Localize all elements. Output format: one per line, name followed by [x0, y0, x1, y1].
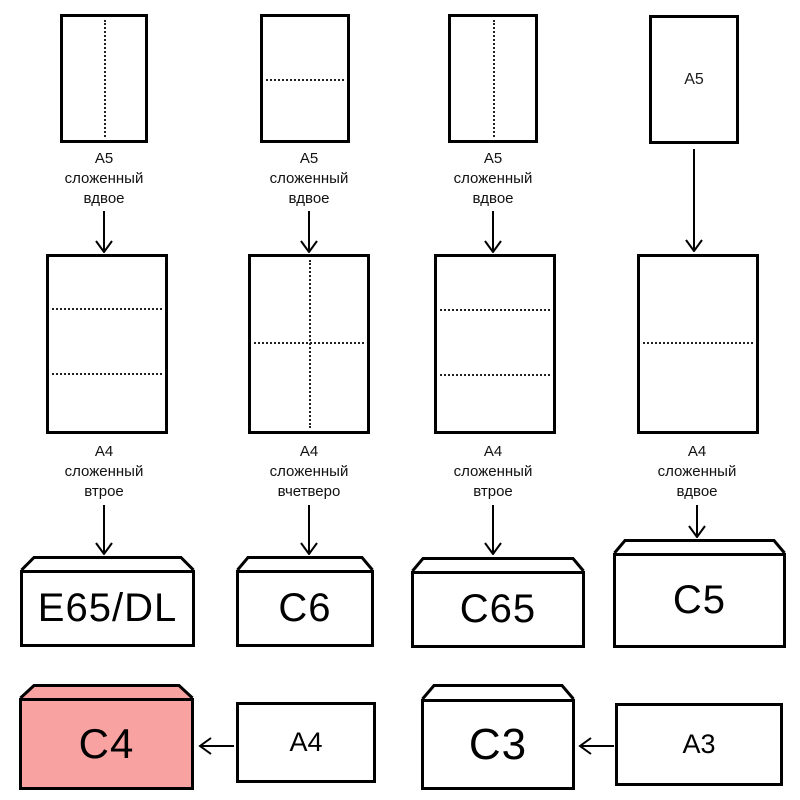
- caption-a4-folded-quarters: A4 сложенный вчетверо: [239, 442, 379, 502]
- arrow-left-icon: [198, 737, 234, 755]
- fold-line-vertical: [493, 20, 495, 137]
- a4-sheet-fold-half: [637, 254, 759, 434]
- a5-sheet-unfolded: A5: [649, 15, 739, 144]
- a4-sheet-fold-quarters: [248, 254, 370, 434]
- arrow-down-icon: [484, 211, 502, 253]
- a5-sheet-fold-vertical: [448, 14, 538, 143]
- fold-line-horizontal: [52, 372, 162, 375]
- envelope-c4-highlighted: C4: [19, 684, 194, 790]
- caption-line: сложенный: [657, 463, 737, 480]
- caption-line: A5: [299, 150, 319, 167]
- a5-sheet-fold-vertical: [60, 14, 148, 143]
- arrow-down-icon: [484, 505, 502, 555]
- envelope-flap: [421, 684, 575, 699]
- caption-line: сложенный: [64, 170, 144, 187]
- caption-a4-folded-half: A4 сложенный вдвое: [627, 442, 767, 502]
- arrow-down-icon: [688, 505, 706, 538]
- arrow-down-icon: [685, 149, 703, 252]
- caption-line: втрое: [473, 483, 513, 500]
- caption-line: вдвое: [472, 190, 514, 207]
- a3-source-sheet: A3: [615, 703, 783, 786]
- a4-sheet-fold-thirds: [434, 254, 556, 434]
- fold-line-horizontal: [266, 78, 344, 81]
- caption-a4-folded-thirds: A4 сложенный втрое: [423, 442, 563, 502]
- caption-line: вчетверо: [277, 483, 341, 500]
- caption-a4-folded-thirds: A4 сложенный втрое: [34, 442, 174, 502]
- caption-line: сложенный: [453, 463, 533, 480]
- envelope-label: C6: [236, 570, 374, 647]
- caption-line: сложенный: [453, 170, 533, 187]
- sheet-label: A5: [684, 70, 704, 88]
- envelope-flap: [411, 557, 585, 571]
- envelope-flap: [613, 539, 786, 553]
- caption-line: A5: [94, 150, 114, 167]
- sheet-label: A3: [682, 729, 716, 759]
- arrow-down-icon: [300, 211, 318, 253]
- sheet-label: A4: [289, 727, 323, 757]
- envelope-label: C3: [421, 699, 575, 790]
- envelope-flap: [236, 556, 374, 570]
- fold-line-horizontal: [440, 373, 550, 376]
- envelope-label: C65: [411, 571, 585, 648]
- caption-line: вдвое: [83, 190, 125, 207]
- envelope-e65dl: E65/DL: [20, 556, 195, 647]
- caption-line: A4: [687, 443, 707, 460]
- arrow-down-icon: [95, 211, 113, 253]
- arrow-left-icon: [578, 737, 614, 755]
- envelope-flap: [20, 556, 195, 570]
- envelope-c6: C6: [236, 556, 374, 647]
- caption-line: сложенный: [64, 463, 144, 480]
- envelope-c65: C65: [411, 557, 585, 648]
- caption-a5-folded-half: A5 сложенный вдвое: [34, 149, 174, 209]
- envelope-label: C4: [19, 698, 194, 790]
- caption-line: втрое: [84, 483, 124, 500]
- caption-line: A4: [94, 443, 114, 460]
- envelope-label: C5: [613, 553, 786, 648]
- fold-line-horizontal: [52, 308, 162, 311]
- a5-sheet-fold-horizontal: [260, 14, 350, 143]
- caption-line: A4: [483, 443, 503, 460]
- caption-line: вдвое: [288, 190, 330, 207]
- fold-line-horizontal: [440, 309, 550, 312]
- caption-line: сложенный: [269, 463, 349, 480]
- arrow-down-icon: [300, 505, 318, 555]
- a4-source-sheet: A4: [236, 702, 376, 783]
- fold-line-horizontal: [643, 342, 753, 345]
- envelope-c3: C3: [421, 684, 575, 790]
- caption-a5-folded-half: A5 сложенный вдвое: [423, 149, 563, 209]
- a4-sheet-fold-thirds: [46, 254, 168, 434]
- caption-line: сложенный: [269, 170, 349, 187]
- envelope-label: E65/DL: [20, 570, 195, 647]
- fold-line-vertical: [104, 20, 106, 137]
- caption-line: вдвое: [676, 483, 718, 500]
- envelope-flap: [19, 684, 194, 698]
- fold-line-vertical: [309, 260, 311, 428]
- caption-line: A5: [483, 150, 503, 167]
- arrow-down-icon: [95, 505, 113, 555]
- caption-line: A4: [299, 443, 319, 460]
- caption-a5-folded-half: A5 сложенный вдвое: [239, 149, 379, 209]
- envelope-c5: C5: [613, 539, 786, 648]
